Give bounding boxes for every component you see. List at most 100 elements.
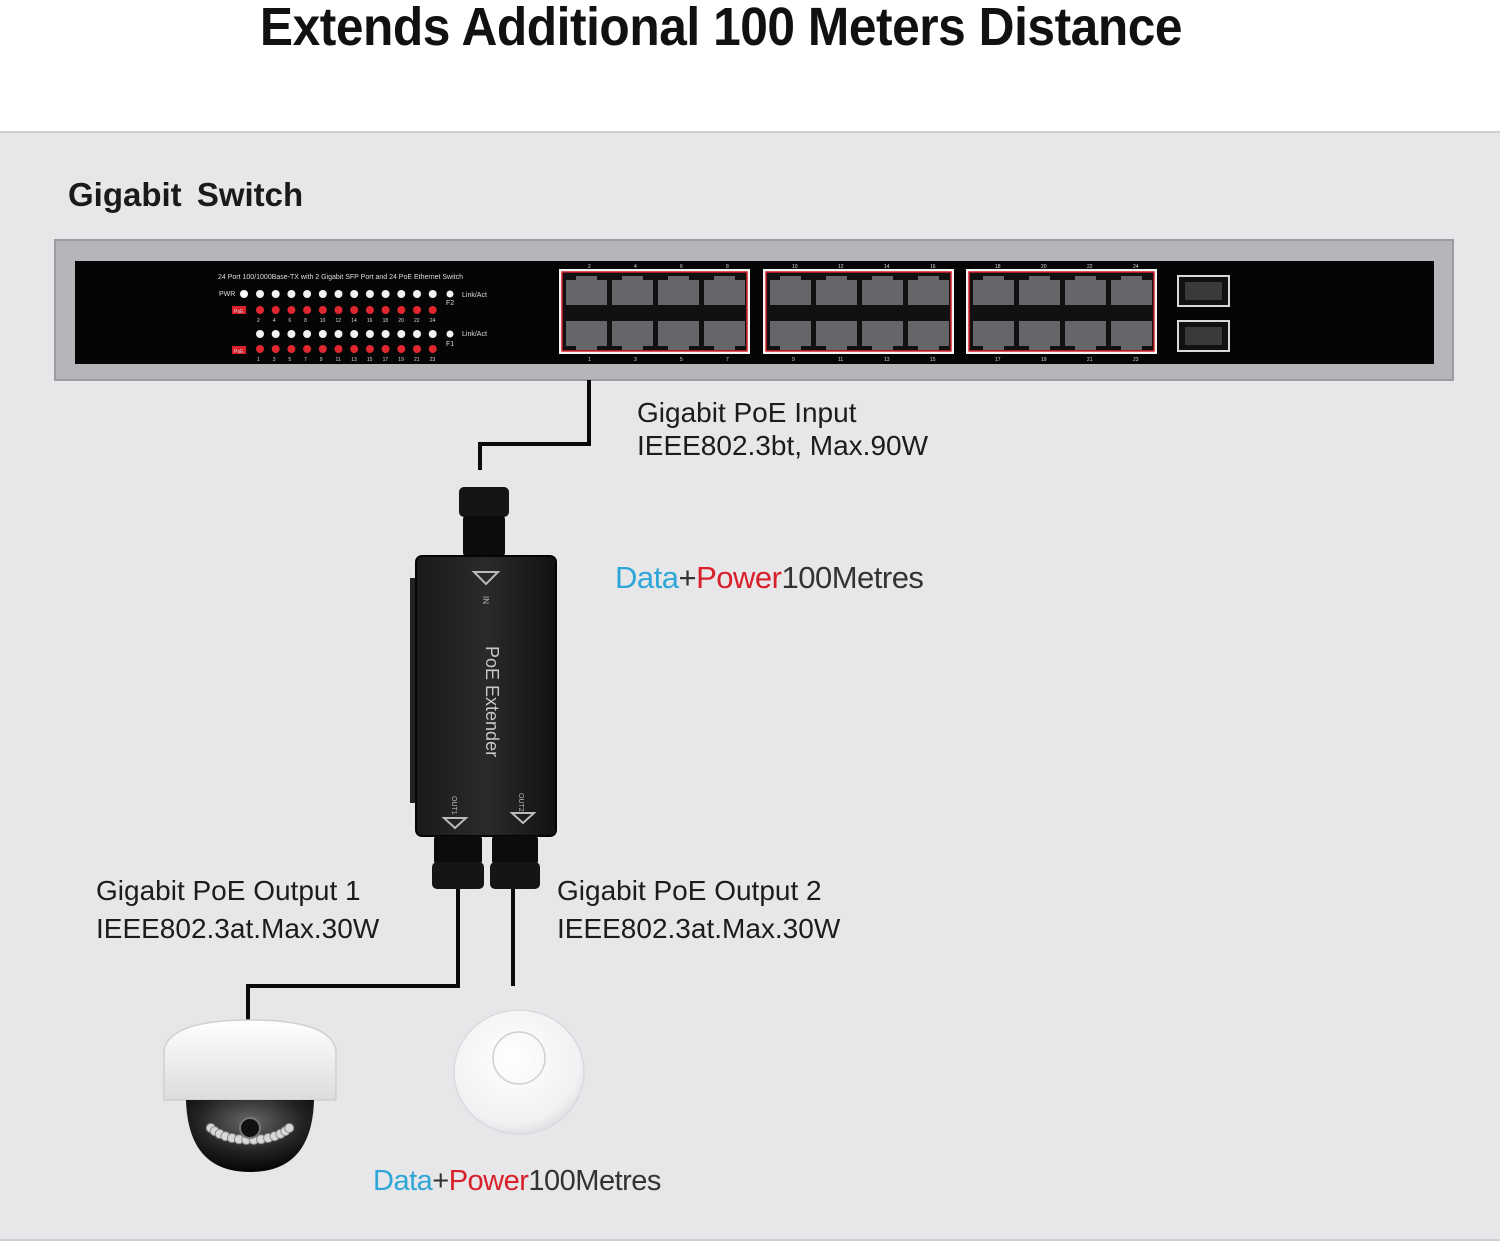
link-led bbox=[428, 290, 437, 298]
cables bbox=[246, 380, 591, 1022]
poe-led bbox=[287, 306, 296, 314]
link-led bbox=[271, 330, 280, 338]
rj45-port bbox=[612, 276, 653, 305]
port-number: 2 bbox=[588, 264, 591, 270]
link-led bbox=[287, 330, 296, 338]
sfp-led bbox=[446, 290, 454, 298]
led-number: 7 bbox=[304, 357, 307, 363]
poe-led bbox=[413, 306, 421, 314]
out1-port-label: OUT1 bbox=[450, 796, 457, 815]
poe-led bbox=[271, 345, 280, 353]
output1-callout: Gigabit PoE Output 1 IEEE802.3at.Max.30W bbox=[96, 872, 379, 948]
output1-cable-gland-nut bbox=[432, 862, 484, 889]
port-number: 21 bbox=[1087, 357, 1093, 363]
data-text: Data bbox=[615, 560, 679, 595]
switch-label: Gigabit Switch bbox=[68, 176, 304, 213]
poe-led bbox=[350, 345, 359, 353]
output2-cable-gland bbox=[492, 836, 538, 864]
led-number: 11 bbox=[336, 357, 341, 363]
link-led bbox=[350, 290, 359, 298]
poe-led bbox=[365, 306, 374, 314]
rj45-port bbox=[816, 321, 857, 350]
port-number: 3 bbox=[634, 357, 637, 363]
link-led bbox=[256, 290, 264, 298]
rj45-port bbox=[566, 276, 607, 305]
poe-led bbox=[287, 345, 296, 353]
out2-port-label: OUT2 bbox=[517, 793, 524, 812]
output1-callout-line1: Gigabit PoE Output 1 bbox=[96, 875, 361, 906]
out2-arrow-icon bbox=[509, 812, 537, 825]
input-callout: Gigabit PoE Input IEEE802.3bt, Max.90W bbox=[637, 396, 928, 462]
rj45-port bbox=[1065, 321, 1106, 350]
rj45-port bbox=[908, 276, 949, 305]
link-led bbox=[428, 330, 437, 338]
led-number: 12 bbox=[336, 318, 342, 324]
port-number: 17 bbox=[995, 357, 1001, 363]
poe-badge-top bbox=[232, 306, 246, 314]
rj45-port bbox=[1111, 321, 1152, 350]
led-number: 15 bbox=[367, 357, 373, 363]
distance-text: 100Metres bbox=[781, 560, 924, 595]
led-number: 2 bbox=[257, 318, 260, 324]
led-number: 6 bbox=[288, 318, 291, 324]
input-callout-line1: Gigabit PoE Input bbox=[637, 397, 857, 428]
output2-callout-line2: IEEE802.3at.Max.30W bbox=[557, 913, 841, 944]
led-number: 14 bbox=[351, 318, 357, 324]
port-number: 13 bbox=[884, 357, 890, 363]
data-power-label-bottom: Data+Power100Metres bbox=[373, 1165, 661, 1198]
link-led bbox=[303, 330, 312, 338]
poe-led bbox=[428, 306, 437, 314]
port-number: 15 bbox=[930, 357, 936, 363]
poe-led bbox=[256, 345, 264, 353]
rj45-port bbox=[704, 276, 745, 305]
link-led bbox=[318, 330, 327, 338]
port-number: 9 bbox=[792, 357, 795, 363]
input-cable bbox=[478, 380, 591, 470]
output1-cable bbox=[246, 885, 460, 1022]
led-number: 8 bbox=[304, 318, 307, 324]
link-led bbox=[365, 290, 374, 298]
rj45-port bbox=[612, 321, 653, 350]
poe-led bbox=[334, 345, 343, 353]
port-number: 10 bbox=[792, 264, 798, 270]
ir-led-ring bbox=[205, 1117, 295, 1145]
port-number: 22 bbox=[1087, 264, 1093, 270]
poe-led bbox=[271, 306, 280, 314]
led-number: 1 bbox=[257, 357, 260, 363]
out1-arrow-icon bbox=[441, 817, 469, 830]
output2-callout-line1: Gigabit PoE Output 2 bbox=[557, 875, 822, 906]
led-number: 21 bbox=[414, 357, 420, 363]
poe-led bbox=[350, 306, 359, 314]
dome-camera bbox=[163, 1019, 337, 1172]
rj45-port bbox=[704, 321, 745, 350]
rj45-port bbox=[908, 321, 949, 350]
rj45-port bbox=[862, 276, 903, 305]
access-point-led-ring bbox=[492, 1031, 546, 1085]
rj45-port bbox=[770, 276, 811, 305]
port-number: 5 bbox=[680, 357, 683, 363]
wireless-access-point bbox=[453, 1009, 585, 1135]
rj45-port bbox=[658, 276, 699, 305]
distance-text: 100Metres bbox=[528, 1165, 661, 1197]
led-number: 18 bbox=[383, 318, 389, 324]
port-number: 24 bbox=[1133, 264, 1139, 270]
link-act-label-bottom: Link/Act bbox=[462, 331, 487, 338]
poe-led bbox=[334, 306, 343, 314]
port-number: 8 bbox=[726, 264, 729, 270]
output1-cable-gland bbox=[434, 836, 482, 864]
link-led bbox=[381, 290, 390, 298]
poe-badge-bottom bbox=[232, 346, 246, 354]
access-point-body bbox=[453, 1009, 585, 1135]
poe-led bbox=[365, 345, 374, 353]
rj45-port bbox=[1019, 321, 1060, 350]
poe-led bbox=[413, 345, 421, 353]
extender-housing bbox=[415, 555, 557, 837]
led-number: 22 bbox=[414, 318, 420, 324]
led-number: 9 bbox=[320, 357, 323, 363]
port-number: 11 bbox=[838, 357, 843, 363]
poe-led bbox=[318, 345, 327, 353]
poe-led bbox=[381, 306, 390, 314]
link-led bbox=[334, 330, 343, 338]
